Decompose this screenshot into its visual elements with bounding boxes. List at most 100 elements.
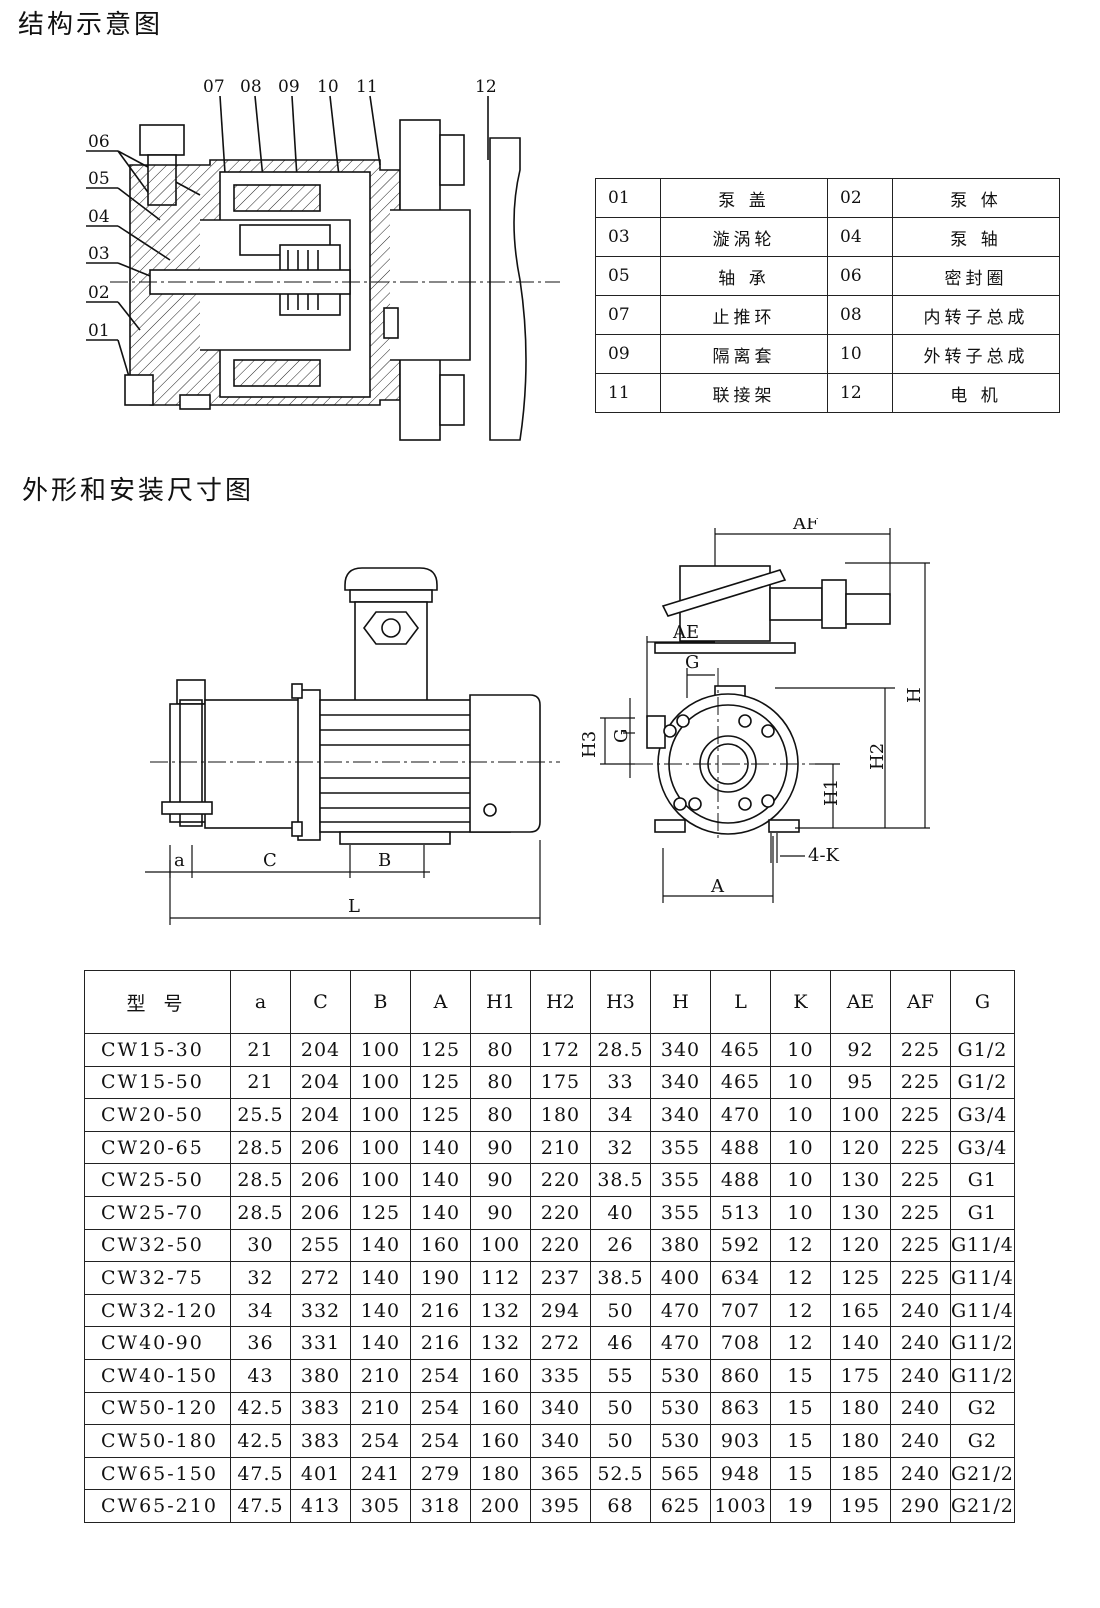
value-cell: 28.5 bbox=[230, 1195, 291, 1230]
value-cell: 68 bbox=[590, 1489, 651, 1523]
callout-07: 07 bbox=[203, 77, 225, 97]
value-cell: 340 bbox=[650, 1098, 711, 1132]
value-cell: 863 bbox=[710, 1391, 771, 1426]
dim-label-4k: 4-K bbox=[808, 845, 840, 866]
value-cell: 380 bbox=[650, 1228, 711, 1263]
value-cell: 47.5 bbox=[230, 1456, 291, 1491]
table-row: 09 隔离套 10 外转子总成 bbox=[595, 334, 1060, 374]
value-cell: 10 bbox=[770, 1195, 831, 1230]
value-cell: G11/4 bbox=[950, 1228, 1015, 1263]
value-cell: 465 bbox=[710, 1065, 771, 1100]
value-cell: 40 bbox=[590, 1195, 651, 1230]
value-cell: 38.5 bbox=[590, 1261, 651, 1295]
value-cell: 383 bbox=[290, 1391, 351, 1426]
value-cell: 95 bbox=[830, 1065, 891, 1100]
value-cell: 948 bbox=[710, 1456, 771, 1491]
value-cell: 240 bbox=[890, 1456, 951, 1491]
value-cell: 206 bbox=[290, 1130, 351, 1165]
value-cell: 465 bbox=[710, 1033, 771, 1067]
value-cell: 237 bbox=[530, 1261, 591, 1295]
model-cell: CW32-75 bbox=[84, 1261, 231, 1295]
value-cell: 50 bbox=[590, 1391, 651, 1426]
callout-10: 10 bbox=[317, 77, 339, 97]
value-cell: 175 bbox=[830, 1358, 891, 1393]
value-cell: 204 bbox=[290, 1033, 351, 1067]
column-header: B bbox=[350, 970, 411, 1034]
value-cell: 355 bbox=[650, 1195, 711, 1230]
dim-label-a: a bbox=[174, 850, 185, 871]
value-cell: 160 bbox=[410, 1228, 471, 1263]
value-cell: 634 bbox=[710, 1261, 771, 1295]
value-cell: 225 bbox=[890, 1098, 951, 1132]
value-cell: 47.5 bbox=[230, 1489, 291, 1523]
value-cell: 240 bbox=[890, 1358, 951, 1393]
value-cell: 112 bbox=[470, 1261, 531, 1295]
value-cell: 125 bbox=[410, 1033, 471, 1067]
value-cell: 28.5 bbox=[590, 1033, 651, 1067]
value-cell: 90 bbox=[470, 1130, 531, 1165]
value-cell: 1003 bbox=[710, 1489, 771, 1523]
part-name: 内转子总成 bbox=[892, 295, 1060, 335]
value-cell: 395 bbox=[530, 1489, 591, 1523]
value-cell: 80 bbox=[470, 1033, 531, 1067]
value-cell: 254 bbox=[410, 1424, 471, 1458]
value-cell: 530 bbox=[650, 1391, 711, 1426]
value-cell: 225 bbox=[890, 1065, 951, 1100]
value-cell: 12 bbox=[770, 1293, 831, 1328]
column-header: AE bbox=[830, 970, 891, 1034]
value-cell: 400 bbox=[650, 1261, 711, 1295]
value-cell: G21/2 bbox=[950, 1456, 1015, 1491]
value-cell: 708 bbox=[710, 1326, 771, 1360]
value-cell: 120 bbox=[830, 1130, 891, 1165]
value-cell: 195 bbox=[830, 1489, 891, 1523]
value-cell: 355 bbox=[650, 1163, 711, 1197]
value-cell: 216 bbox=[410, 1326, 471, 1360]
parts-table: 01 泵 盖 02 泵 体 03 漩涡轮 04 泵 轴 05 轴 承 06 密封… bbox=[595, 178, 1060, 413]
part-code: 06 bbox=[827, 256, 893, 296]
value-cell: G21/2 bbox=[950, 1489, 1015, 1523]
column-header: H2 bbox=[530, 970, 591, 1034]
part-code: 02 bbox=[827, 178, 893, 218]
value-cell: 340 bbox=[530, 1424, 591, 1458]
value-cell: G2 bbox=[950, 1424, 1015, 1458]
value-cell: 10 bbox=[770, 1098, 831, 1132]
model-cell: CW15-30 bbox=[84, 1033, 231, 1067]
model-cell: CW20-65 bbox=[84, 1130, 231, 1165]
part-name: 轴 承 bbox=[660, 256, 828, 296]
value-cell: 140 bbox=[410, 1130, 471, 1165]
value-cell: 903 bbox=[710, 1424, 771, 1458]
model-cell: CW25-70 bbox=[84, 1195, 231, 1230]
value-cell: 210 bbox=[350, 1358, 411, 1393]
value-cell: 19 bbox=[770, 1489, 831, 1523]
value-cell: 132 bbox=[470, 1326, 531, 1360]
value-cell: 12 bbox=[770, 1326, 831, 1360]
value-cell: 140 bbox=[350, 1261, 411, 1295]
value-cell: 210 bbox=[350, 1391, 411, 1426]
part-code: 08 bbox=[827, 295, 893, 335]
value-cell: 216 bbox=[410, 1293, 471, 1328]
value-cell: 140 bbox=[410, 1195, 471, 1230]
value-cell: 272 bbox=[530, 1326, 591, 1360]
value-cell: 470 bbox=[650, 1293, 711, 1328]
value-cell: 254 bbox=[410, 1391, 471, 1426]
value-cell: 365 bbox=[530, 1456, 591, 1491]
outline-heading: 外形和安装尺寸图 bbox=[22, 476, 255, 506]
value-cell: 305 bbox=[350, 1489, 411, 1523]
value-cell: 204 bbox=[290, 1065, 351, 1100]
value-cell: 220 bbox=[530, 1195, 591, 1230]
part-code: 12 bbox=[827, 373, 893, 413]
value-cell: 15 bbox=[770, 1456, 831, 1491]
value-cell: 175 bbox=[530, 1065, 591, 1100]
model-cell: CW40-90 bbox=[84, 1326, 231, 1360]
value-cell: 12 bbox=[770, 1228, 831, 1263]
part-code: 07 bbox=[595, 295, 661, 335]
value-cell: 28.5 bbox=[230, 1163, 291, 1197]
dim-label-h1: H1 bbox=[821, 779, 842, 806]
part-name: 止推环 bbox=[660, 295, 828, 335]
value-cell: 220 bbox=[530, 1228, 591, 1263]
callout-12: 12 bbox=[475, 77, 497, 97]
